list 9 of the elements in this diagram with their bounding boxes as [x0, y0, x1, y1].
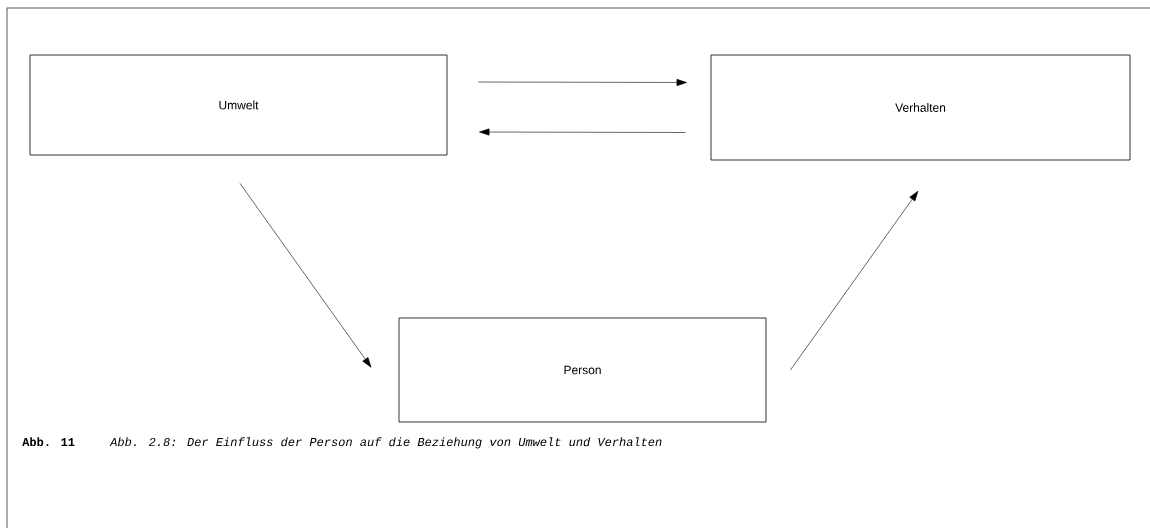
box: Umwelt [29, 54, 448, 156]
figure-number: Abb. 11 [22, 437, 75, 447]
arrow [790, 190, 919, 371]
arrow [479, 128, 686, 136]
arrow [478, 79, 687, 86]
box: Person [398, 317, 767, 423]
caption: Abb. 2.8: Der Einfluss der Person auf die Beziehung von Umwelt und Verhalten [109, 437, 662, 449]
arrow [239, 183, 372, 368]
box: Verhalten [710, 54, 1131, 161]
